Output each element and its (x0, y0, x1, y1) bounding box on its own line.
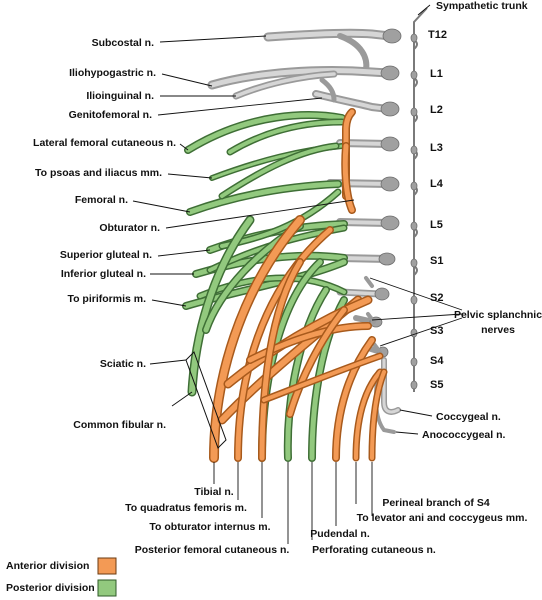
label-to-levator-ani: To levator ani and coccygeus mm. (357, 512, 528, 524)
level-label-s3: S3 (430, 325, 443, 337)
to-obturator-internus-orange (258, 258, 304, 462)
label-to-quadratus-femoris: To quadratus femoris m. (125, 502, 247, 514)
genitofemoral-connector (226, 118, 346, 156)
level-label-l2: L2 (430, 104, 443, 116)
legend-anterior-label: Anterior division (6, 560, 89, 572)
label-iliohypogastric: Iliohypogastric n. (69, 67, 156, 79)
level-label-l5: L5 (430, 219, 443, 231)
obturator-nerve (341, 142, 356, 214)
level-label-s5: S5 (430, 379, 443, 391)
label-obturator: Obturator n. (99, 222, 160, 234)
label-tibial: Tibial n. (194, 486, 234, 498)
anterior-cross-s4 (260, 352, 384, 404)
level-label-s1: S1 (430, 255, 443, 267)
label-coccygeal: Coccygeal n. (436, 411, 501, 423)
label-pelvic-splanchnic-line2: nerves (481, 324, 515, 336)
legend-posterior-swatch (97, 579, 117, 597)
sciatic-nerve-outline (185, 351, 227, 449)
root-t12 (263, 28, 402, 73)
genitofemoral-nerve-orange (342, 108, 356, 200)
root-l2 (312, 77, 400, 117)
spinal-nerve-roots (207, 28, 402, 434)
label-inferior-gluteal: Inferior gluteal n. (61, 268, 146, 280)
sympathetic-trunk (410, 7, 428, 392)
label-ilioinguinal: Ilioinguinal n. (86, 90, 154, 102)
level-labels: T12 L1 L2 L3 L4 L5 S1 S2 S3 S4 S5 (428, 29, 447, 391)
label-superior-gluteal: Superior gluteal n. (60, 249, 152, 261)
label-perineal-branch-s4: Perineal branch of S4 (382, 497, 490, 509)
level-label-l4: L4 (430, 178, 444, 190)
label-to-psoas-iliacus: To psoas and iliacus mm. (35, 167, 162, 179)
label-pudendal: Pudendal n. (310, 528, 370, 540)
perineal-branch-s4-nerve (352, 368, 384, 462)
level-label-s4: S4 (430, 355, 444, 367)
nerve-labels: Sympathetic trunk Subcostal n. Iliohypog… (33, 0, 542, 556)
label-posterior-femoral-cutaneous: Posterior femoral cutaneous n. (135, 544, 290, 556)
lateral-femoral-cutaneous-nerve (184, 111, 346, 154)
root-s1 (336, 252, 396, 266)
label-femoral: Femoral n. (75, 194, 128, 206)
level-label-l3: L3 (430, 142, 443, 154)
label-anococcygeal: Anococcygeal n. (422, 429, 506, 441)
leader-lines (132, 4, 463, 544)
level-label-l1: L1 (430, 68, 443, 80)
anterior-cross-s3 (246, 322, 372, 364)
to-quadratus-femoris-nerve (234, 226, 334, 462)
label-perforating-cutaneous: Perforating cutaneous n. (312, 544, 436, 556)
root-l1 (207, 65, 400, 100)
label-common-fibular: Common fibular n. (73, 419, 166, 431)
pelvic-splanchnic-stubs (364, 276, 382, 354)
label-subcostal: Subcostal n. (92, 37, 155, 49)
posterior-femoral-cutaneous-green (283, 286, 330, 462)
label-to-piriformis: To piriformis m. (67, 293, 146, 305)
label-genitofemoral: Genitofemoral n. (69, 109, 153, 121)
trunk-ganglia (410, 33, 418, 390)
anterior-division-nerves (209, 108, 388, 463)
legend: Anterior division Posterior division (6, 557, 117, 597)
legend-anterior-swatch (97, 557, 117, 575)
posterior-femoral-cutaneous-orange (286, 306, 348, 418)
level-label-s2: S2 (430, 292, 443, 304)
pudendal-nerve (332, 336, 376, 462)
label-sciatic: Sciatic n. (100, 358, 146, 370)
label-pelvic-splanchnic-line1: Pelvic splanchnic (454, 309, 542, 321)
root-l5 (336, 215, 400, 231)
level-label-t12: T12 (428, 29, 447, 41)
label-lateral-femoral-cutaneous: Lateral femoral cutaneous n. (33, 137, 176, 149)
label-sympathetic-trunk: Sympathetic trunk (436, 0, 528, 12)
label-to-obturator-internus: To obturator internus m. (149, 521, 270, 533)
femoral-nerve (186, 142, 342, 216)
to-levator-ani-nerve (368, 368, 388, 462)
legend-posterior-label: Posterior division (6, 582, 95, 594)
